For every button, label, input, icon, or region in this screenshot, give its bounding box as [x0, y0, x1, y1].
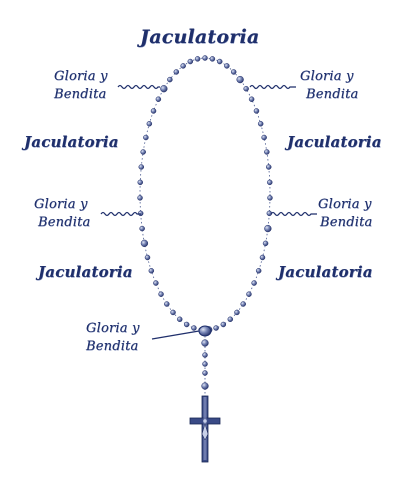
rosary-bead: [227, 316, 234, 323]
pendant-bead: [201, 382, 209, 390]
rosary-bead: [213, 325, 219, 331]
rosary-bead: [264, 149, 270, 155]
rosary-bead: [137, 210, 144, 217]
rosary-bead: [180, 63, 186, 69]
label-gloria-line1: Gloria y: [300, 69, 354, 84]
rosary-bead: [248, 96, 255, 102]
rosary-bead: [146, 121, 153, 127]
rosary-bead: [234, 309, 240, 316]
label-gloria-line2: Bendita: [54, 87, 107, 102]
rosary-bead: [267, 195, 273, 201]
rosary-bead: [183, 321, 190, 328]
rosary-bead: [230, 69, 237, 75]
label-gloria-line1: Gloria y: [54, 69, 108, 84]
rosary-bead: [255, 268, 262, 274]
label-jaculatoria-right-2: Jaculatoria: [278, 263, 373, 281]
separator-bead: [160, 85, 168, 93]
rosary-bead: [138, 164, 145, 170]
rosary-bead: [173, 69, 180, 75]
connector-bottom-left: [151, 330, 200, 340]
rosary-bead: [187, 58, 194, 65]
rosary-bead: [251, 280, 257, 286]
rosary-bead: [202, 55, 208, 61]
rosary-bead: [224, 63, 230, 69]
rosary-bead: [137, 179, 143, 186]
rosary-bead: [139, 225, 145, 232]
label-gloria-mid-left: Gloria y Bendita: [34, 196, 90, 232]
rosary-bead: [158, 291, 164, 297]
label-gloria-line1: Gloria y: [86, 321, 140, 336]
label-gloria-bottom: Gloria y Bendita: [86, 320, 140, 356]
rosary-bead: [209, 56, 216, 62]
label-gloria-line1: Gloria y: [34, 197, 88, 212]
rosary-bead: [253, 108, 260, 114]
connector-mid-right: [270, 211, 317, 217]
rosary-bead: [170, 309, 176, 316]
label-gloria-top-left: Gloria y Bendita: [54, 68, 108, 104]
connector-top-left: [117, 84, 160, 90]
pendant-bead: [202, 352, 208, 358]
rosary-bead: [243, 85, 249, 92]
rosary-beads: [137, 55, 273, 334]
rosary-bead: [155, 96, 162, 102]
rosary-bead: [137, 195, 143, 201]
pendant-bead: [202, 361, 208, 367]
rosary-bead: [167, 76, 173, 83]
rosary-bead: [259, 254, 266, 261]
label-gloria-top-right: Gloria y Bendita: [300, 68, 358, 104]
pendant-beads: [201, 339, 209, 390]
rosary-bead: [194, 56, 201, 62]
rosary-bead: [262, 240, 269, 247]
separator-bead: [140, 239, 149, 247]
label-jaculatoria-left-1: Jaculatoria: [24, 133, 119, 151]
rosary-bead: [148, 268, 155, 274]
rosary-bead: [150, 108, 157, 114]
label-gloria-line2: Bendita: [86, 339, 139, 354]
pendant-bead: [201, 339, 209, 347]
rosary-bead: [267, 179, 273, 186]
label-jaculatoria-right-1: Jaculatoria: [287, 133, 382, 151]
rosary-bead: [140, 149, 146, 155]
label-gloria-mid-right: Gloria y Bendita: [318, 196, 372, 232]
rosary-bead: [257, 121, 264, 127]
center-medal: [198, 325, 212, 337]
rosary-bead: [265, 164, 272, 170]
label-gloria-line2: Bendita: [38, 215, 91, 230]
rosary-bead: [261, 134, 267, 141]
rosary-bead: [176, 316, 183, 323]
separator-bead: [264, 224, 272, 233]
rosary-bead: [144, 254, 151, 261]
crucifix-icon: [189, 395, 221, 463]
separator-bead: [236, 75, 244, 84]
label-gloria-line2: Bendita: [320, 215, 373, 230]
label-gloria-line2: Bendita: [306, 87, 359, 102]
rosary-bead: [191, 325, 197, 331]
label-jaculatoria-left-2: Jaculatoria: [38, 263, 133, 281]
title-jaculatoria: Jaculatoria: [140, 26, 260, 48]
rosary-bead: [216, 58, 223, 65]
rosary-bead: [240, 301, 246, 307]
rosary-bead: [143, 134, 149, 141]
rosary-bead: [153, 280, 159, 286]
connector-mid-left: [100, 211, 141, 217]
connector-top-right: [249, 84, 296, 90]
pendant-bead: [202, 370, 208, 376]
label-connectors: [100, 84, 317, 340]
rosary-bead: [164, 301, 170, 307]
label-gloria-line1: Gloria y: [318, 197, 372, 212]
rosary-bead: [220, 321, 227, 328]
rosary-bead: [246, 291, 252, 297]
